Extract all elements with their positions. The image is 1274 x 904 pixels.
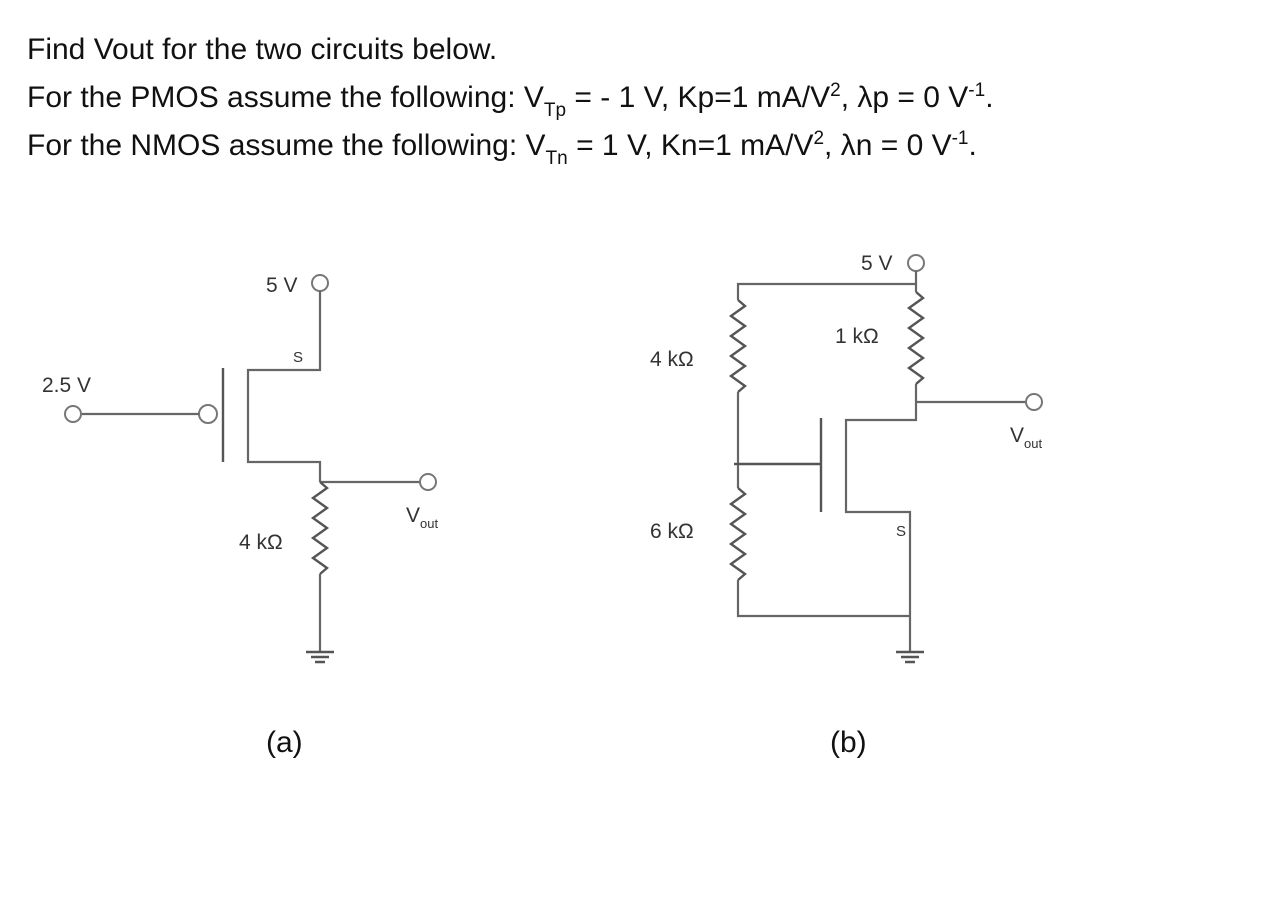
- lambda-unit-superscript: -1: [951, 128, 969, 149]
- resistor-4k-label-b: 4 kΩ: [650, 348, 694, 371]
- source-label-a: S: [293, 349, 303, 366]
- pmos-gate-bubble: [198, 404, 218, 424]
- lambda-unit-superscript: -1: [968, 80, 986, 101]
- problem-line-1: Find Vout for the two circuits below.: [27, 33, 498, 66]
- supply-terminal-b: [907, 254, 925, 272]
- vout-label-a: Vout: [406, 504, 438, 531]
- bottom-rail-b: [736, 580, 910, 618]
- resistor-label-a: 4 kΩ: [239, 531, 283, 554]
- nmos-channel-wires: [844, 384, 918, 652]
- resistor-6k-b: [728, 487, 748, 581]
- resistor-4k-b: [728, 299, 748, 393]
- k-unit-superscript: 2: [813, 128, 825, 149]
- output-terminal-a: [419, 473, 437, 491]
- vt-subscript: Tp: [543, 100, 567, 121]
- gate-input-label-a: 2.5 V: [42, 374, 91, 397]
- vout-label-b: Vout: [1010, 424, 1042, 451]
- vt-subscript: Tn: [545, 148, 568, 169]
- ground-icon: [896, 650, 924, 664]
- resistor-1k-label-b: 1 kΩ: [835, 325, 879, 348]
- caption-a: (a): [266, 726, 303, 759]
- supply-label-b: 5 V: [861, 252, 893, 275]
- nmos-parameters: For the NMOS assume the following: VTn =…: [27, 128, 977, 169]
- circuit-b: 5 V 4 kΩ 6 kΩ 1 kΩ S Vout (b): [650, 252, 1043, 759]
- supply-terminal-a: [311, 274, 329, 292]
- resistor-4k-a: [310, 481, 330, 575]
- pmos-parameters: For the PMOS assume the following: VTp =…: [27, 80, 994, 121]
- k-unit-superscript: 2: [830, 80, 841, 101]
- problem-statement: Find Vout for the two circuits below. Fo…: [27, 26, 994, 170]
- resistor-1k-b: [906, 291, 926, 385]
- ground-icon: [306, 650, 334, 664]
- supply-label-a: 5 V: [266, 274, 298, 297]
- gate-input-terminal-a: [64, 405, 82, 423]
- source-label-b: S: [896, 523, 906, 540]
- output-terminal-b: [1025, 393, 1043, 411]
- resistor-6k-label-b: 6 kΩ: [650, 520, 694, 543]
- pmos-channel-wires: [246, 291, 322, 482]
- caption-b: (b): [830, 726, 867, 759]
- supply-rail-b: [736, 271, 918, 300]
- circuit-a: 5 V S 2.5 V Vout 4 kΩ (a): [42, 274, 438, 759]
